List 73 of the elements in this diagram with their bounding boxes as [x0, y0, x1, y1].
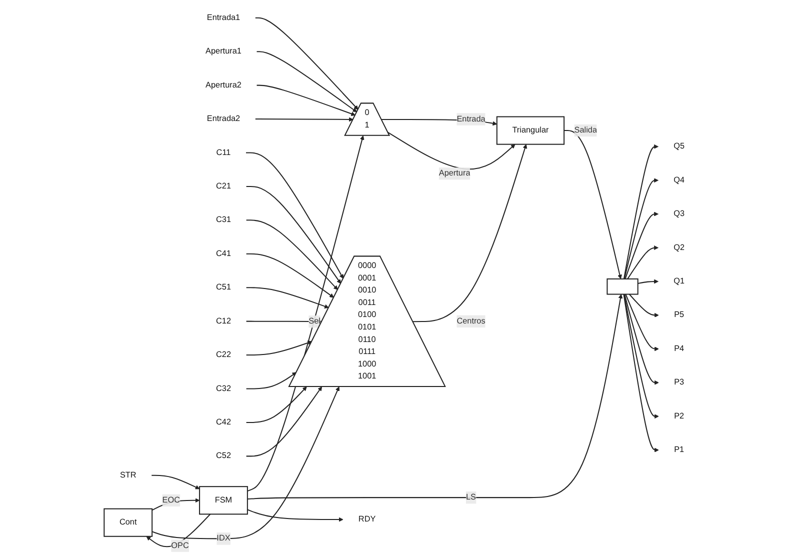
arrow — [256, 51, 358, 112]
arrow — [246, 186, 342, 284]
edge-label: Sel — [308, 317, 320, 326]
node-text: C22 — [216, 350, 231, 360]
arrow — [627, 246, 658, 280]
edge-label: Entrada — [456, 114, 486, 124]
arrow — [246, 386, 322, 457]
node-text: C52 — [216, 452, 231, 460]
node-text: P3 — [674, 378, 684, 387]
arrow — [624, 294, 659, 419]
node-text: Apertura1 — [206, 47, 242, 56]
arrow — [624, 178, 658, 280]
node-text: P5 — [674, 310, 684, 320]
arrow — [246, 253, 334, 298]
node-text: C32 — [216, 384, 231, 393]
node-text: P2 — [674, 412, 684, 420]
edge-label: IDX — [216, 534, 230, 543]
arrow — [247, 294, 623, 500]
arrow — [247, 135, 364, 492]
node-text: Entrada2 — [206, 114, 240, 124]
edge-label: LS — [466, 492, 476, 502]
node-box: Cont — [104, 508, 153, 537]
node-text: C11 — [216, 148, 231, 157]
arrow — [146, 514, 211, 548]
arrow — [255, 117, 354, 122]
node-box — [606, 278, 638, 295]
node-text: Q1 — [674, 276, 685, 286]
arrow — [638, 279, 658, 284]
node-text: C21 — [216, 182, 231, 191]
node-box: Triangular — [496, 116, 565, 145]
node-text: Q3 — [674, 209, 685, 218]
arrow — [623, 144, 658, 280]
arrow — [246, 340, 312, 356]
edge-label: Salida — [574, 126, 597, 135]
arrow — [629, 294, 659, 318]
edge-label: Centros — [456, 316, 486, 326]
node-text: Q5 — [674, 142, 685, 151]
node-text: RDY — [358, 514, 376, 524]
arrow — [388, 132, 516, 170]
arrow — [246, 386, 307, 423]
arrow — [255, 17, 358, 110]
arrow — [256, 84, 356, 116]
node-text: C42 — [216, 418, 231, 427]
node-text: Entrada1 — [206, 13, 240, 22]
node-text: C41 — [216, 249, 231, 258]
edge-label: OPC — [171, 541, 189, 550]
node-text: STR — [120, 470, 136, 480]
node-text: Apertura2 — [206, 80, 242, 90]
node-text: C31 — [216, 216, 231, 224]
arrow — [625, 294, 659, 352]
arrow — [564, 130, 622, 280]
node-text: Q2 — [674, 243, 685, 252]
arrow — [246, 372, 297, 390]
node-box: FSM — [199, 486, 248, 515]
arrow — [246, 287, 329, 308]
arrow — [246, 152, 344, 279]
node-text: Q4 — [674, 176, 685, 184]
edge-label: EOC — [162, 496, 180, 504]
node-text: C51 — [216, 283, 231, 292]
arrow — [152, 474, 200, 490]
arrow — [152, 498, 200, 511]
arrow — [623, 294, 659, 452]
node-text: P1 — [674, 445, 684, 454]
arrow — [247, 509, 344, 522]
arrow — [624, 212, 658, 280]
arrow — [246, 220, 338, 290]
arrow — [624, 294, 659, 385]
arrow — [152, 386, 340, 540]
arrow — [412, 144, 528, 322]
node-text: C12 — [216, 316, 231, 326]
arrow — [246, 319, 322, 324]
edge-label: Apertura — [438, 168, 470, 178]
node-text: P4 — [674, 344, 684, 353]
